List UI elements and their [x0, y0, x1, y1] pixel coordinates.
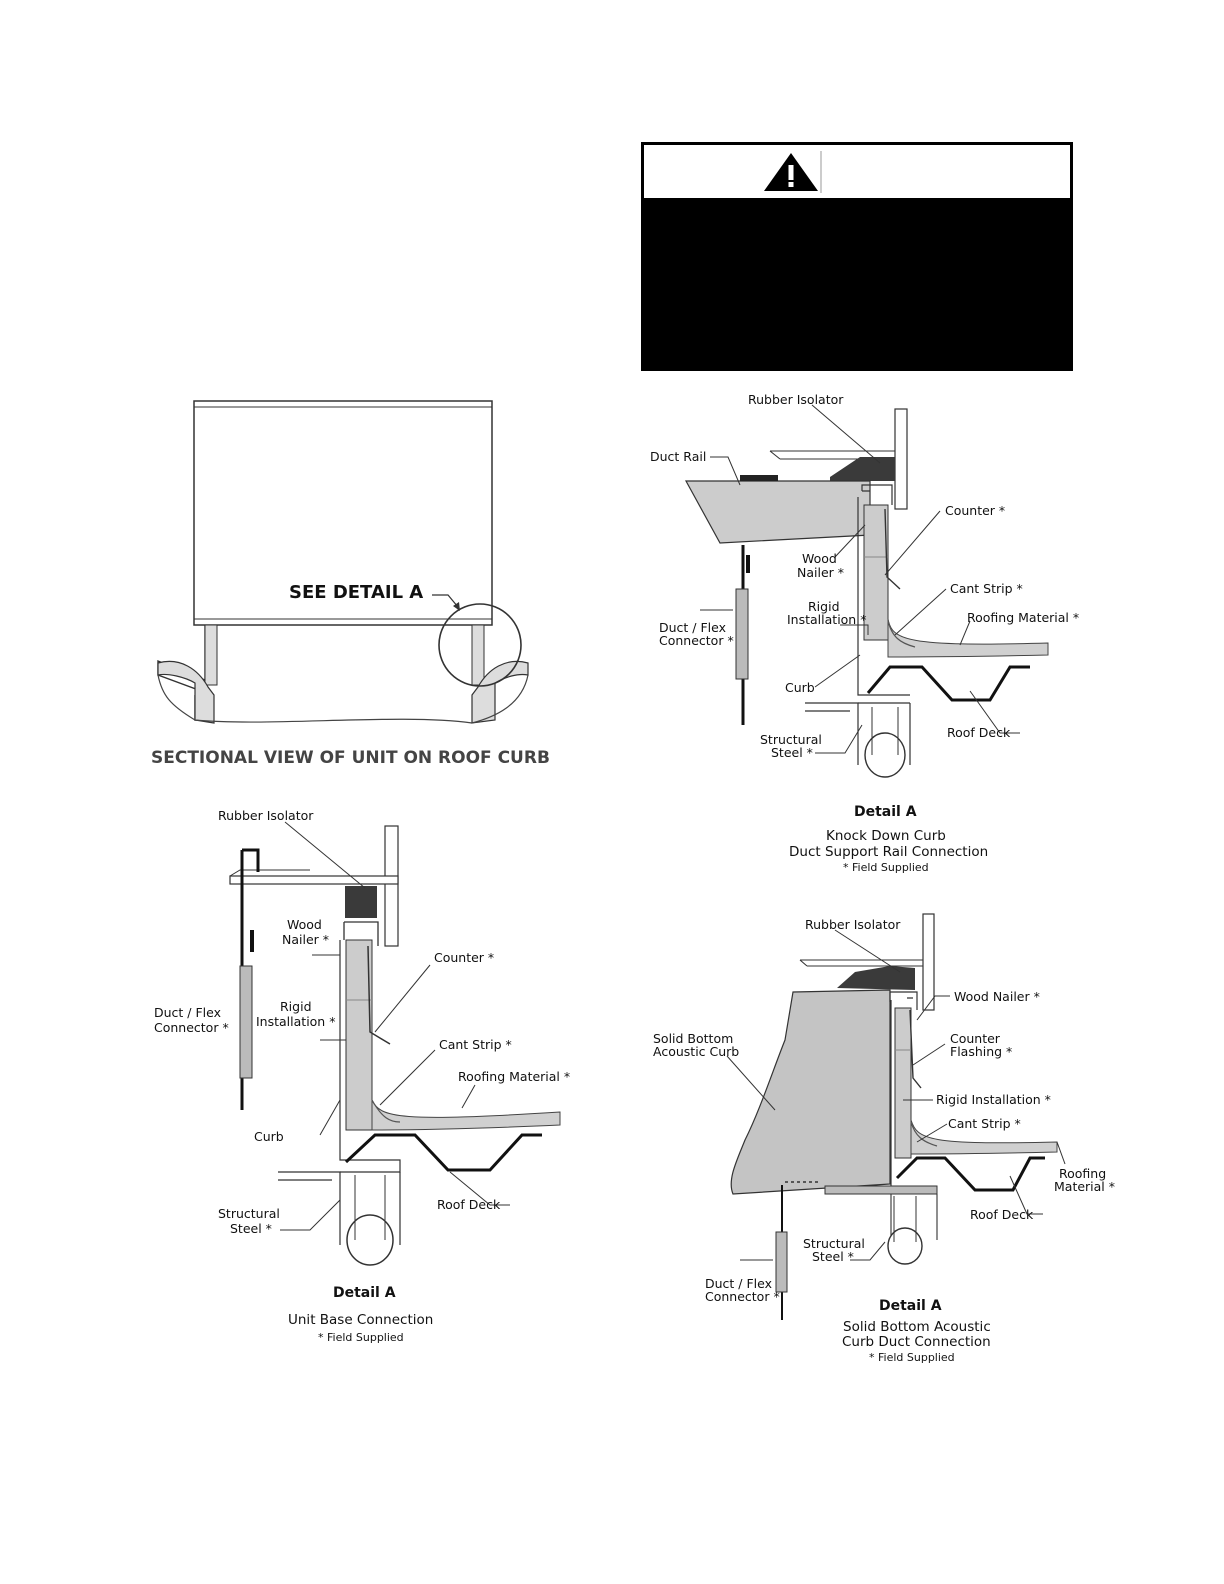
label-duct-flex-1: Duct / Flex	[154, 1005, 221, 1020]
detail-acoustic-drawing: Rubber Isolator Wood Nailer * Solid Bott…	[653, 913, 1115, 1364]
detail-a-circle	[438, 603, 522, 687]
label-rigid-1: Rigid	[280, 999, 312, 1014]
label-duct-flex-2: Connector *	[154, 1020, 229, 1035]
rubber-isolator	[830, 457, 895, 481]
detail-note: * Field Supplied	[318, 1331, 404, 1344]
detail-title: Detail A	[879, 1298, 942, 1314]
detail-title: Detail A	[854, 804, 917, 820]
label-rigid: Rigid Installation *	[936, 1092, 1051, 1107]
label-duct-flex-1: Duct / Flex	[659, 620, 726, 635]
label-structural-1: Structural	[218, 1206, 280, 1221]
label-curb: Curb	[785, 680, 815, 695]
label-duct-rail: Duct Rail	[650, 449, 706, 464]
label-rubber-isolator: Rubber Isolator	[805, 917, 901, 932]
label-roofing-material: Roofing Material *	[458, 1069, 570, 1084]
label-structural-2: Steel *	[771, 745, 813, 760]
label-wood-1: Wood	[802, 551, 837, 566]
label-roof-deck: Roof Deck	[970, 1207, 1034, 1222]
rubber-isolator	[345, 886, 377, 918]
detail-unit-base-drawing: Rubber Isolator Wood Nailer * Counter * …	[154, 808, 570, 1344]
label-rubber-isolator: Rubber Isolator	[218, 808, 314, 823]
label-rigid-2: Installation *	[256, 1014, 335, 1029]
detail-note: * Field Supplied	[869, 1351, 955, 1364]
label-counter: Counter *	[945, 503, 1005, 518]
label-solid-bottom-2: Acoustic Curb	[653, 1044, 739, 1059]
label-rubber-isolator: Rubber Isolator	[748, 392, 844, 407]
sectional-view-drawing	[157, 400, 529, 724]
label-rigid-2: Installation *	[787, 612, 866, 627]
rubber-isolator	[837, 966, 915, 990]
label-structural-2: Steel *	[230, 1221, 272, 1236]
label-cant-strip: Cant Strip *	[950, 581, 1023, 596]
label-curb: Curb	[254, 1129, 284, 1144]
label-counter-1: Counter	[950, 1031, 1001, 1046]
sectional-view-caption: SECTIONAL VIEW OF UNIT ON ROOF CURB	[151, 748, 550, 768]
detail-subtitle-1: Knock Down Curb	[826, 828, 946, 844]
label-duct-flex-2: Connector *	[705, 1289, 780, 1304]
label-roofing-material: Roofing Material *	[967, 610, 1079, 625]
warning-triangle-icon	[764, 151, 822, 193]
label-roofing-2: Material *	[1054, 1179, 1115, 1194]
label-roofing-1: Roofing	[1059, 1166, 1106, 1181]
label-wood-nailer-2: Nailer *	[282, 932, 329, 947]
label-counter-2: Flashing *	[950, 1044, 1012, 1059]
label-duct-flex-1: Duct / Flex	[705, 1276, 772, 1291]
label-structural-1: Structural	[803, 1236, 865, 1251]
label-wood-nailer-1: Wood	[287, 917, 322, 932]
label-structural-2: Steel *	[812, 1249, 854, 1264]
label-solid-bottom-1: Solid Bottom	[653, 1031, 733, 1046]
warning-box	[641, 142, 1073, 371]
label-structural-1: Structural	[760, 732, 822, 747]
see-detail-a-callout: SEE DETAIL A	[289, 582, 424, 603]
label-roof-deck: Roof Deck	[437, 1197, 501, 1212]
detail-knock-down-drawing: Rubber Isolator Duct Rail Counter * Wood…	[650, 392, 1079, 874]
label-cant-strip: Cant Strip *	[948, 1116, 1021, 1131]
label-roof-deck: Roof Deck	[947, 725, 1011, 740]
detail-title: Detail A	[333, 1285, 396, 1301]
label-rigid-1: Rigid	[808, 599, 840, 614]
label-duct-flex-2: Connector *	[659, 633, 734, 648]
warning-header	[644, 145, 1070, 198]
label-counter: Counter *	[434, 950, 494, 965]
label-wood-2: Nailer *	[797, 565, 844, 580]
detail-subtitle-1: Solid Bottom Acoustic	[843, 1319, 991, 1335]
unit-cabinet	[193, 400, 493, 626]
detail-subtitle: Unit Base Connection	[288, 1312, 433, 1328]
label-cant-strip: Cant Strip *	[439, 1037, 512, 1052]
label-wood-nailer: Wood Nailer *	[954, 989, 1040, 1004]
detail-subtitle-2: Curb Duct Connection	[842, 1334, 991, 1350]
warning-body	[644, 198, 1070, 368]
detail-subtitle-2: Duct Support Rail Connection	[789, 844, 988, 860]
detail-note: * Field Supplied	[843, 861, 929, 874]
